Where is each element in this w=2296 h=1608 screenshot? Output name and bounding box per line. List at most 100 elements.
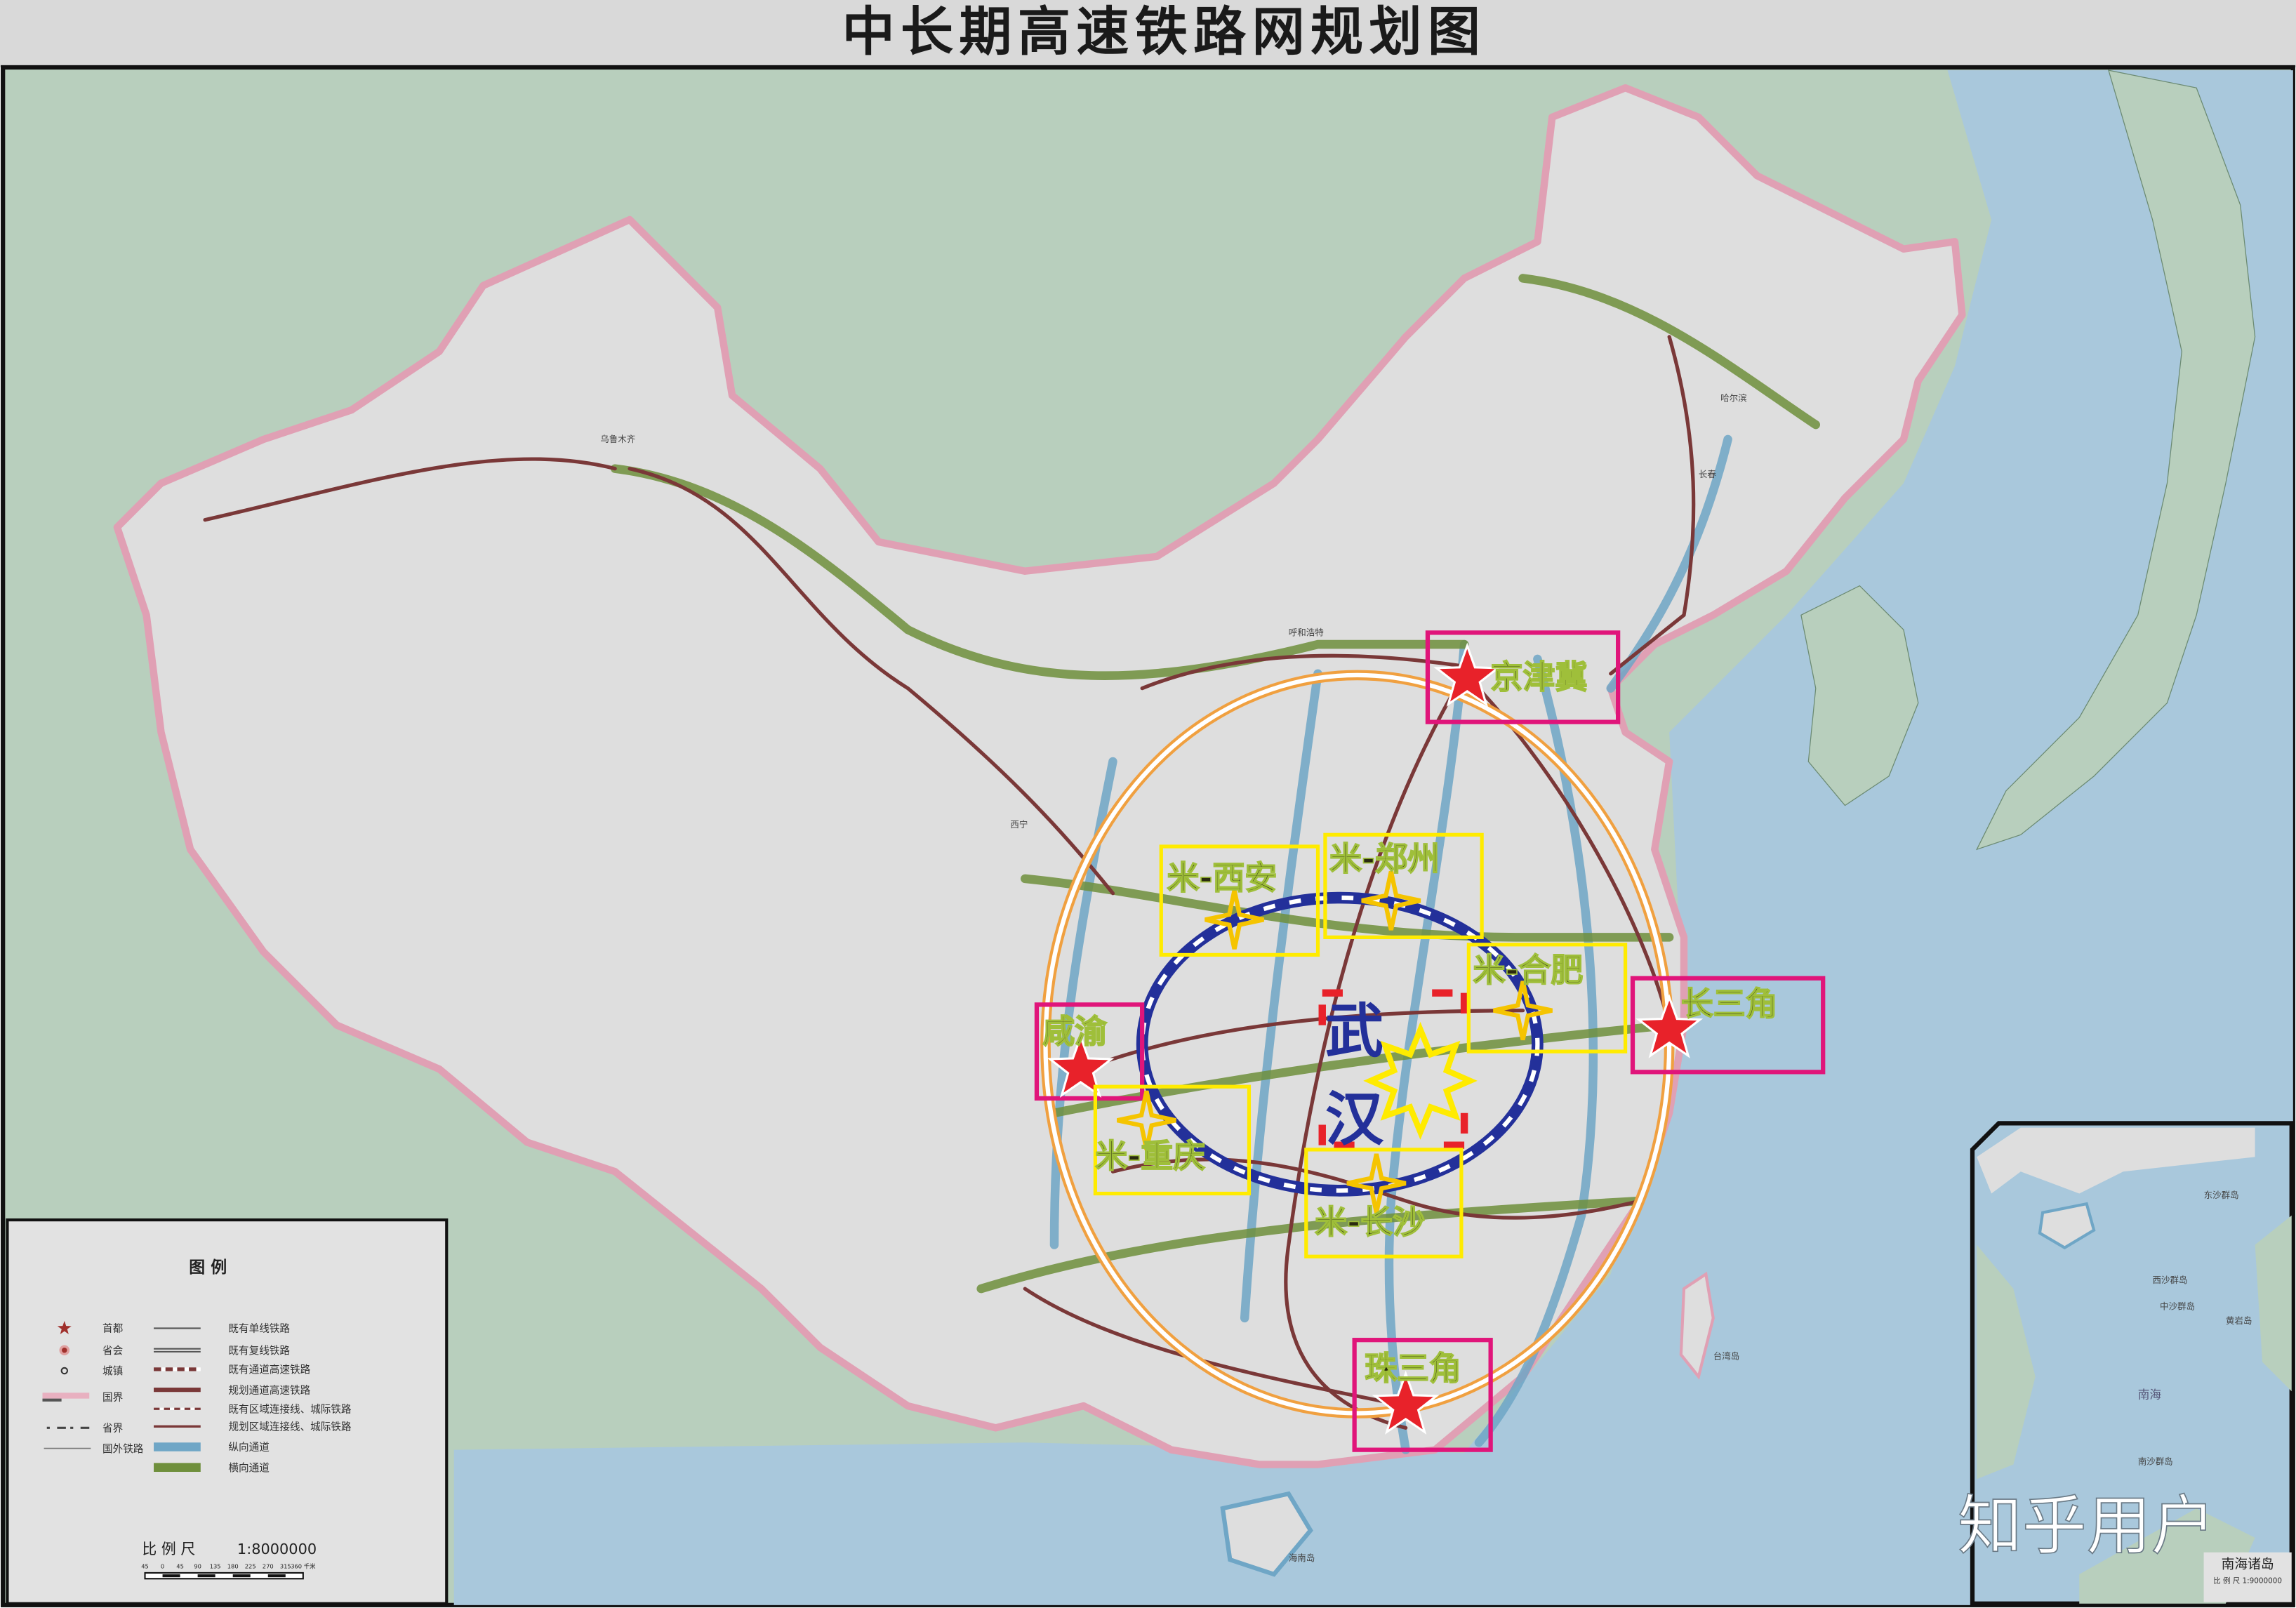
legend-line-label: 纵向通道 (228, 1442, 270, 1454)
title-bar (0, 0, 2296, 67)
node-0: 米-西安 (1159, 844, 1320, 957)
red-star-icon (1433, 642, 1501, 707)
inset-hainan (2038, 1202, 2096, 1250)
four-point-star-icon (1117, 1090, 1176, 1150)
legend-symbol-label: 国外铁路 (102, 1443, 144, 1455)
node-annotations: 米-西安米-郑州米-合肥米-重庆米-长沙 (1093, 832, 1628, 1258)
cluster-box (1034, 1002, 1145, 1101)
scale-tick-label: 315 (280, 1563, 291, 1570)
legend-symbol-item: 城镇 (60, 1365, 123, 1377)
red-star-icon (1047, 1033, 1115, 1098)
legend-line-item: 既有单线铁路 (154, 1323, 290, 1335)
cluster-box (1425, 630, 1621, 724)
scale-segment (267, 1574, 286, 1578)
place-hohhot: 呼和浩特 (1289, 627, 1324, 638)
inset-mainland (1977, 1127, 2255, 1194)
japan-land (1975, 69, 2256, 851)
legend-line-item: 规划通道高速铁路 (154, 1384, 311, 1396)
scale-tick-label: 180 (227, 1563, 239, 1570)
legend-box (6, 1218, 449, 1605)
scale-tick-label: 0 (161, 1563, 164, 1570)
inset-vietnam (1977, 1244, 2036, 1480)
outer-ring-inner (1043, 672, 1672, 1416)
legend-line-list: 既有单线铁路既有复线铁路既有通道高速铁路规划通道高速铁路既有区域连接线、城际铁路… (154, 1323, 352, 1474)
legend-symbol-item: 国外铁路 (44, 1443, 144, 1455)
legend-line-item: 既有复线铁路 (154, 1344, 290, 1357)
legend-title: 图 例 (189, 1258, 227, 1277)
scale-segment (162, 1574, 180, 1578)
scale-value: 1:8000000 (237, 1541, 317, 1557)
capital-star-icon (57, 1321, 72, 1334)
watermark: 知乎用户 (1958, 1488, 2215, 1563)
cluster-box (1630, 976, 1826, 1075)
scale-tick-label: 270 (263, 1563, 274, 1570)
wuhan-char-1: 武 (1325, 997, 1383, 1065)
scale-segment (197, 1574, 215, 1578)
korea-land (1800, 585, 1919, 806)
legend-line-label: 既有复线铁路 (228, 1344, 290, 1357)
vertical-corridors (1049, 434, 1732, 1454)
cluster-0: 京津冀 (1425, 630, 1621, 724)
node-label: 米-长沙 (1315, 1203, 1425, 1241)
node-label: 米-重庆 (1095, 1137, 1205, 1175)
four-point-star-icon (1346, 1153, 1407, 1214)
border-dash (42, 1398, 62, 1402)
inset-label-nansha: 南沙群岛 (2138, 1456, 2173, 1467)
node-box (1093, 1084, 1252, 1196)
node-box (1304, 1148, 1464, 1258)
place-taiwan: 台湾岛 (1713, 1350, 1740, 1361)
place-hainan: 海南岛 (1289, 1553, 1315, 1563)
taiwan-land (1679, 1271, 1715, 1380)
place-urumqi: 乌鲁木齐 (600, 434, 635, 444)
scale-tick-label: 360 千米 (291, 1563, 316, 1570)
legend-line-label: 既有通道高速铁路 (228, 1364, 310, 1376)
scale-bar-rect (144, 1572, 304, 1580)
legend-symbol-item: 首都 (57, 1321, 124, 1335)
inset-label-xisha: 西沙群岛 (2153, 1275, 2188, 1285)
legend-line-label: 规划通道高速铁路 (228, 1384, 310, 1396)
inset-scale: 比 例 尺 1:9000000 (2213, 1576, 2282, 1586)
red-star-icon (1372, 1370, 1440, 1435)
hainan-land (1220, 1491, 1313, 1577)
legend-line-item: 既有区域连接线、城际铁路 (154, 1403, 352, 1415)
scale-tick-label: 225 (245, 1563, 256, 1570)
cluster-1: 长三角 (1630, 976, 1826, 1075)
node-box (1159, 844, 1320, 957)
node-2: 米-合肥 (1466, 943, 1628, 1054)
legend-symbol-item: 省界 (46, 1423, 124, 1435)
place-harbin: 哈尔滨 (1720, 393, 1747, 404)
legend-line-item: 规划区域连接线、城际铁路 (154, 1421, 352, 1433)
scale-label: 比 例 尺 (142, 1541, 195, 1557)
node-label: 米-合肥 (1473, 951, 1584, 989)
inset-philippines (2255, 1215, 2292, 1392)
map-title: 中长期高速铁路网规划图 (842, 1, 1487, 62)
four-point-star-icon (1361, 870, 1421, 931)
inset-label-huangyan: 黄岩岛 (2226, 1315, 2252, 1326)
provincial-capital-dot (62, 1348, 67, 1353)
legend-symbol-label: 省界 (102, 1423, 124, 1435)
node-label: 米-郑州 (1329, 839, 1440, 877)
legend-line-label: 规划区域连接线、城际铁路 (228, 1421, 352, 1433)
inset-title: 南海诸岛 (2222, 1557, 2274, 1572)
legend-line-item: 横向通道 (154, 1462, 270, 1474)
sun-star-icon (1363, 1021, 1478, 1140)
legend-symbol-item: 省会 (59, 1345, 124, 1357)
cluster-3: 珠三角 (1352, 1338, 1493, 1452)
cluster-label: 咸渝 (1042, 1013, 1107, 1051)
legend-line-item: 纵向通道 (154, 1442, 270, 1454)
legend-line-label: 既有区域连接线、城际铁路 (228, 1403, 352, 1415)
node-box (1323, 832, 1484, 939)
cluster-2: 咸渝 (1034, 1002, 1145, 1101)
place-xining: 西宁 (1010, 819, 1028, 830)
legend-line-label: 横向通道 (228, 1462, 270, 1474)
cluster-label: 京津冀 (1491, 658, 1588, 696)
scale-tick-label: 45 (141, 1563, 149, 1570)
wuhan-center: 武 汉 (1318, 989, 1478, 1153)
node-4: 米-长沙 (1304, 1148, 1464, 1258)
scale-tick-label: 135 (210, 1563, 221, 1570)
south-china-sea-inset: 东沙群岛 西沙群岛 中沙群岛 黄岩岛 南海 南沙群岛 南海诸岛 比 例 尺 1:… (1970, 1121, 2294, 1606)
node-1: 米-郑州 (1323, 832, 1484, 939)
